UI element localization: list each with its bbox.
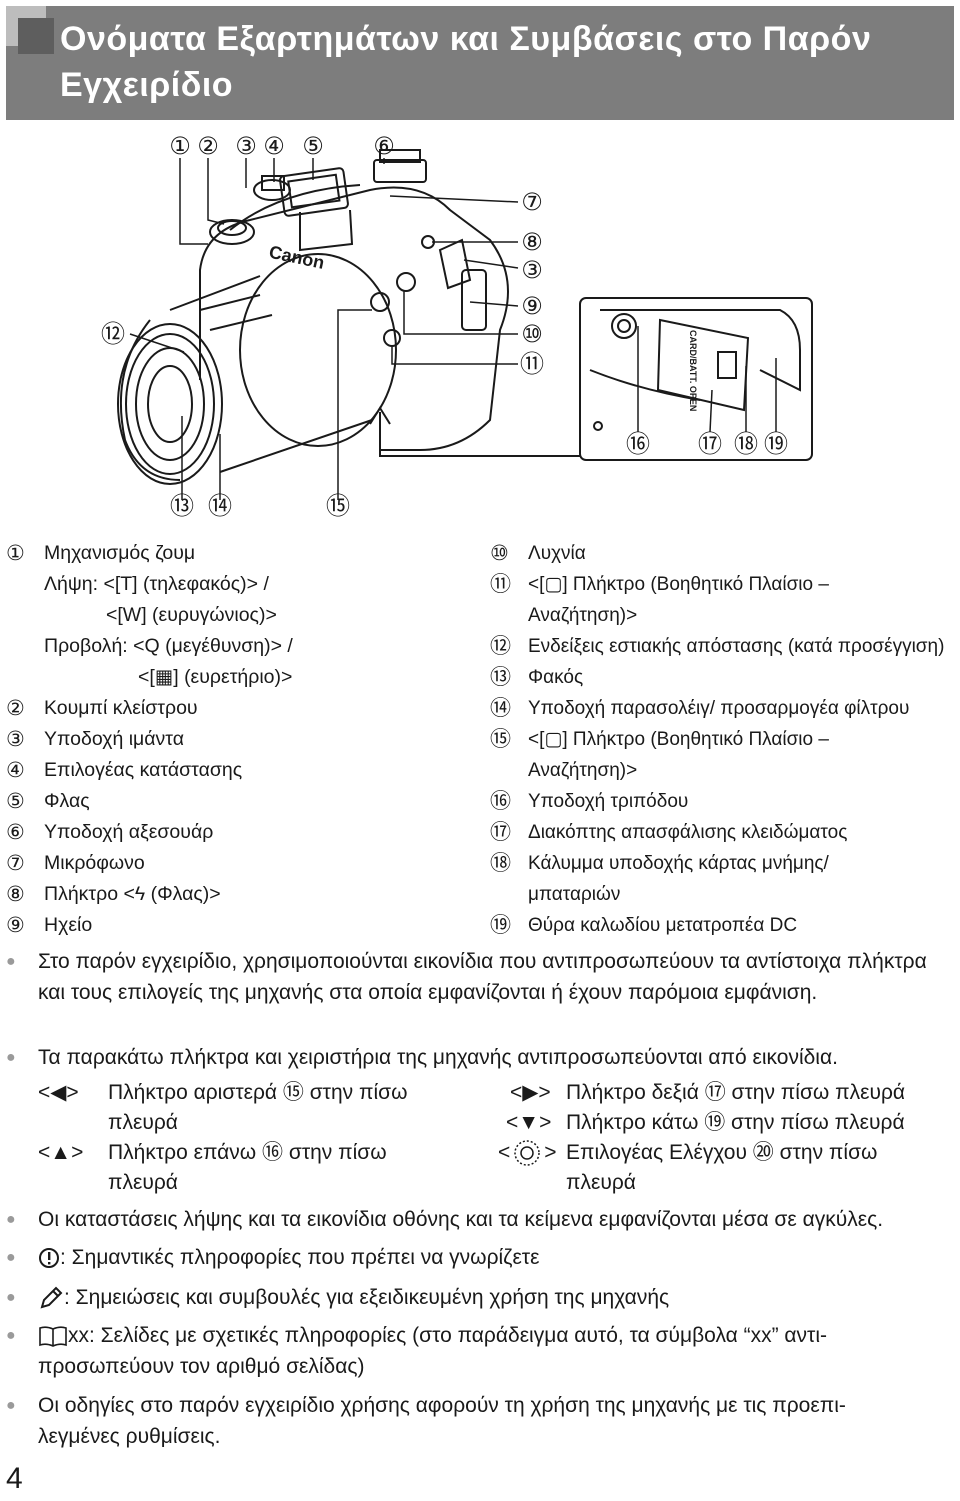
callout-11: ⑪ (520, 350, 544, 378)
key-left-row-cont: πλευρά (108, 1111, 178, 1134)
bullet-brackets: ● Οι καταστάσεις λήψης και τα εικονίδια … (6, 1204, 954, 1235)
bullet-icons-intro: ● Στο παρόν εγχειρίδιο, χρησιμοποιούνται… (6, 946, 954, 1008)
callout-16: ⑯ (626, 430, 650, 458)
right-arrow-icon: ▶ (522, 1081, 539, 1104)
bullet-important: ● : Σημαντικές πληροφορίες που πρέπει να… (6, 1242, 954, 1273)
bullet-pages: ● xx: Σελίδες με σχετικές πληροφορίες (σ… (6, 1320, 954, 1382)
legend-item: ⑪<[▢] Πλήκτρο (Βοηθητικό Πλαίσιο – (490, 572, 829, 596)
corner-decoration-dark (18, 18, 54, 54)
bullet-text: Στο παρόν εγχειρίδιο, χρησιμοποιούνται ε… (38, 950, 927, 1004)
callout-5: ⑤ (302, 132, 324, 160)
legend-item: <[▦] (ευρετήριο)> (138, 666, 293, 688)
book-icon (39, 1326, 67, 1348)
callout-19: ⑲ (764, 430, 788, 458)
bullet-text: Οι καταστάσεις λήψης και τα εικονίδια οθ… (38, 1208, 884, 1231)
important-icon (39, 1248, 59, 1269)
page-title: Ονόματα Εξαρτημάτων και Συμβάσεις στο Πα… (60, 16, 871, 108)
bullet-text: Οι οδηγίες στο παρόν εγχειρίδιο χρήσης α… (38, 1394, 846, 1417)
bullet-defaults: ● Οι οδηγίες στο παρόν εγχειρίδιο χρήσης… (6, 1390, 954, 1452)
callout-17: ⑰ (698, 430, 722, 458)
left-arrow-icon: ◀ (50, 1081, 67, 1104)
bullet-dot: ● (6, 953, 16, 970)
key-left-row: <◀> Πλήκτρο αριστερά ⑮ στην πίσω (38, 1081, 408, 1104)
bullet-key-icons: ● Τα παρακάτω πλήκτρα και χειριστήρια τη… (6, 1042, 954, 1073)
callout-12: ⑫ (101, 320, 125, 348)
pencil-icon (40, 1287, 63, 1309)
callout-3: ③ (235, 132, 257, 160)
key-up-row: <▲> Πλήκτρο επάνω ⑯ στην πίσω (38, 1141, 387, 1164)
callout-9: ⑨ (521, 292, 543, 320)
callout-7: ⑦ (521, 188, 543, 216)
title-line-1: Ονόματα Εξαρτημάτων και Συμβάσεις στο Πα… (60, 20, 872, 58)
bullet-dot: ● (6, 1049, 16, 1066)
callout-6: ⑥ (373, 132, 395, 160)
camera-diagram: Canon (101, 132, 813, 520)
legend-item: Προβολή: <Q (μεγέθυνση)> / (44, 635, 293, 657)
up-arrow-icon: ▲ (50, 1141, 72, 1164)
legend-item: ⑮<[▢] Πλήκτρο (Βοηθητικό Πλαίσιο – (490, 727, 829, 751)
callout-18: ⑱ (734, 430, 758, 458)
bullet-text: : Σημειώσεις και συμβουλές για εξειδικευ… (64, 1286, 670, 1309)
bullet-text-cont: προσωπεύουν τον αριθμό σελίδας) (38, 1355, 365, 1378)
bullet-dot: ● (6, 1289, 16, 1306)
bullet-notes: ● : Σημειώσεις και συμβουλές για εξειδικ… (6, 1282, 954, 1313)
bullet-dot: ● (6, 1327, 16, 1344)
keys-left-column: <◀> Πλήκτρο αριστερά ⑮ στην πίσω πλευρά … (38, 1078, 478, 1198)
legend-item: μπαταριών (528, 884, 621, 905)
key-right-row: <▶> Πλήκτρο δεξιά ⑰ στην πίσω πλευρά (510, 1081, 906, 1104)
callout-14: ⑭ (208, 492, 232, 520)
card-door-label: CARD/BATT. OPEN (688, 330, 698, 411)
callout-1: ① (169, 132, 191, 160)
callout-2: ② (197, 132, 219, 160)
bullet-dot: ● (6, 1397, 16, 1414)
legend-item: <[W] (ευρυγώνιος)> (106, 604, 277, 626)
callout-10: ⑩ (521, 320, 543, 348)
bullet-text: xx: Σελίδες με σχετικές πληροφορίες (στο… (68, 1324, 828, 1347)
bullet-dot: ● (6, 1211, 16, 1228)
key-dial-row-cont: πλευρά (566, 1171, 636, 1194)
bullet-text: : Σημαντικές πληροφορίες που πρέπει να γ… (60, 1246, 540, 1269)
key-up-row-cont: πλευρά (108, 1171, 178, 1194)
header-banner: Ονόματα Εξαρτημάτων και Συμβάσεις στο Πα… (6, 6, 954, 120)
callout-8: ⑧ (521, 228, 543, 256)
legend-item: Αναζήτηση)> (528, 605, 638, 626)
keys-right-column: <▶> Πλήκτρο δεξιά ⑰ στην πίσω πλευρά <▼>… (498, 1078, 958, 1198)
control-dial-icon (514, 1140, 541, 1167)
callout-15: ⑮ (326, 492, 350, 520)
key-down-row: <▼> Πλήκτρο κάτω ⑲ στην πίσω πλευρά (506, 1111, 905, 1134)
legend-item: Λήψη: <[T] (τηλεφακός)> / (44, 573, 269, 595)
legend-item: Αναζήτηση)> (528, 760, 638, 781)
title-line-2: Εγχειρίδιο (60, 66, 234, 104)
callout-4: ④ (263, 132, 285, 160)
key-dial-row: <> Επιλογέας Ελέγχου ⑳ στην πίσω (498, 1138, 958, 1168)
bullet-text: Τα παρακάτω πλήκτρα και χειριστήρια της … (38, 1046, 838, 1069)
callout-13: ⑬ (170, 492, 194, 520)
bullet-text-cont: λεγμένες ρυθμίσεις. (38, 1425, 221, 1448)
bullet-dot: ● (6, 1249, 16, 1266)
down-arrow-icon: ▼ (518, 1111, 540, 1134)
page-number: 4 (6, 1462, 23, 1495)
callout-3b: ③ (521, 256, 543, 284)
